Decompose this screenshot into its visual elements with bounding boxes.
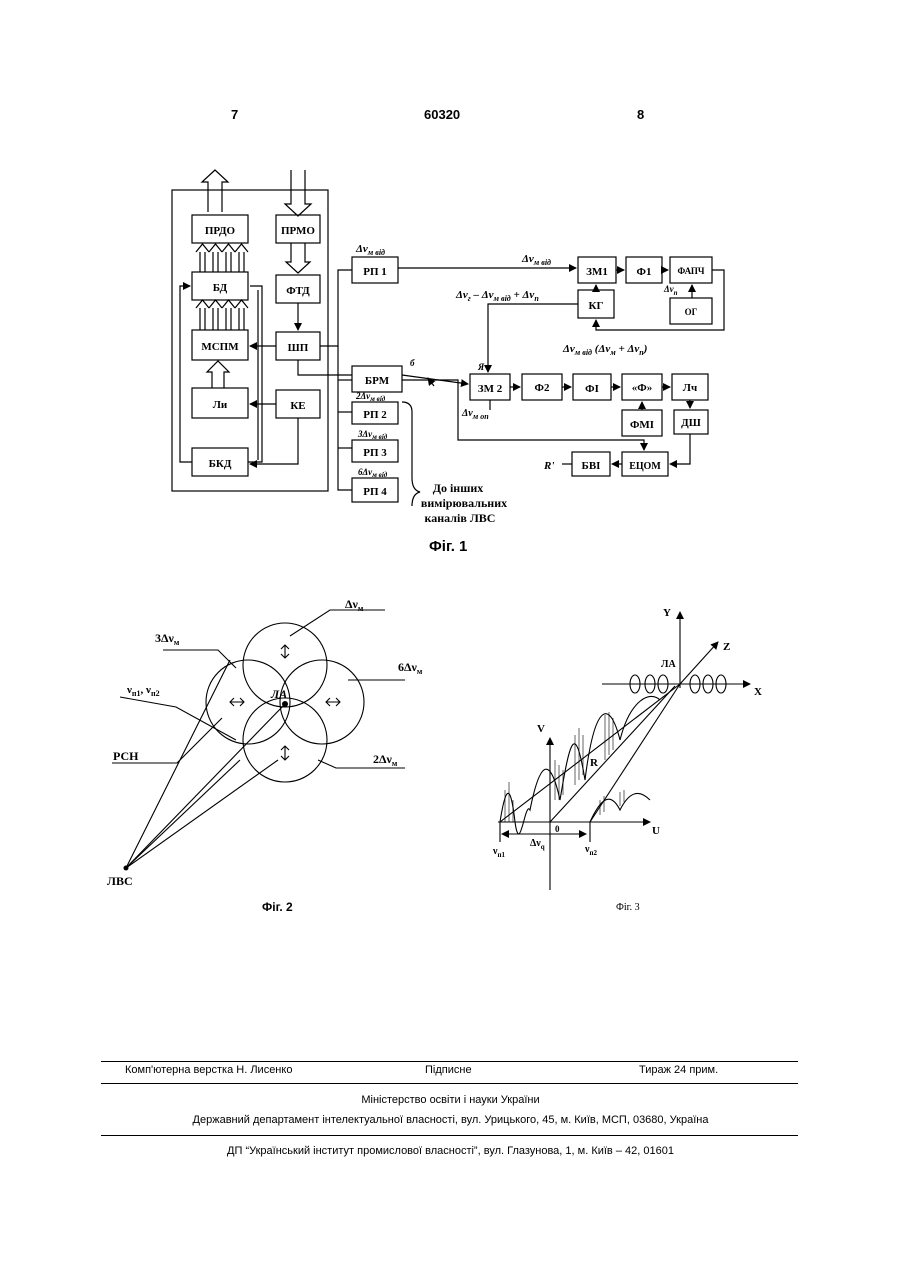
label-dv-p: Δνп (663, 284, 678, 297)
label-bd: БД (213, 282, 228, 294)
figure-3-diagram: Y Z X ЛА V R U 0 νп1 Δνq νп2 (480, 600, 780, 900)
label-dv-m-vid-right: Δνм від (521, 253, 551, 267)
label-dsh: ДШ (681, 417, 701, 429)
footer-department: Державний департамент інтелектуальної вл… (0, 1114, 901, 1126)
label-rsn: РСН (113, 749, 139, 763)
footer-circulation: Тираж 24 прим. (639, 1064, 718, 1076)
label-equation-top: Δνм від (Δνм + Δνп) (562, 343, 647, 357)
label-z: Z (723, 641, 730, 653)
label-kg: КГ (589, 300, 604, 312)
prmo-ftd-arrow-icon (286, 243, 310, 273)
label-la: ЛА (661, 659, 676, 670)
circle-left (206, 660, 290, 744)
circle-bottom (243, 698, 327, 782)
patent-number: 60320 (424, 107, 460, 122)
footer-rule-2 (101, 1083, 798, 1084)
label-lvs: ЛВС (107, 874, 133, 888)
right-page-number: 8 (637, 107, 644, 122)
label-vn: νп1, νп2 (126, 684, 160, 698)
footer-rule-1 (101, 1061, 798, 1062)
label-li: Ли (213, 399, 228, 411)
label-og: ОГ (685, 307, 698, 317)
label-mspm: МСПМ (201, 341, 239, 353)
label-rp2-freq: 2Δνм від (355, 391, 386, 403)
label-6dvm: 6Δνм (398, 660, 423, 676)
label-r-prime: R' (543, 460, 554, 472)
label-brm: БРМ (365, 375, 390, 387)
label-rp4-freq: 6Δνм від (358, 467, 388, 479)
footer-layout: Комп'ютерна верстка Н. Лисенко (125, 1064, 292, 1076)
input-arrow-icon (285, 170, 311, 216)
label-v: V (537, 723, 545, 735)
label-zm2: ЗМ 2 (478, 383, 503, 395)
label-zm2-top: Я (477, 362, 485, 372)
footer-ministry: Міністерство освіти і науки України (0, 1094, 901, 1106)
label-other-channels-3: каналів ЛВС (425, 511, 496, 525)
label-3dvm: 3Δνм (155, 631, 180, 647)
label-ke: КЕ (290, 400, 305, 412)
label-r: R (590, 757, 599, 769)
circle-right (280, 660, 364, 744)
figure-2-diagram: Δνм 3Δνм 6Δνм 2Δνм νп1, νп2 РСН ЛА ЛВС (95, 595, 425, 895)
label-vn1: νп1 (492, 846, 506, 859)
label-dv-m-vid: Δνм від (355, 243, 385, 257)
label-la: ЛА (270, 687, 287, 701)
label-brm-input: б (410, 358, 415, 368)
label-bvi: БВІ (582, 460, 601, 472)
label-ftd: ФТД (286, 285, 310, 297)
output-arrow-icon (202, 170, 228, 212)
label-etsom: ЕЦОМ (629, 461, 661, 472)
label-f1: Ф1 (637, 266, 652, 278)
label-rp3-freq: 3Δνм від (357, 429, 388, 441)
label-dv-m-op: Δνм оп (461, 408, 489, 421)
figure-3-caption: Фіг. 3 (616, 902, 640, 913)
label-rp3: РП 3 (363, 447, 387, 459)
label-2dvm: 2Δνм (373, 752, 398, 768)
label-u: U (652, 825, 660, 837)
label-rp1: РП 1 (363, 266, 387, 278)
li-mspm-arrow-icon (207, 361, 229, 388)
label-prmo: ПРМО (281, 225, 315, 237)
label-lch: Лч (683, 382, 697, 394)
label-x: X (754, 686, 762, 698)
label-shp: ШП (288, 342, 309, 354)
label-bkd: БКД (209, 458, 232, 470)
label-dvm-top: Δνм (345, 597, 364, 613)
label-zero: 0 (555, 824, 560, 834)
label-kg-equation: Δνг – Δνм від + Δνп (455, 289, 539, 303)
label-other-channels-1: До інших (433, 481, 484, 495)
figure-2-caption: Фіг. 2 (262, 900, 293, 914)
left-page-number: 7 (231, 107, 238, 122)
label-f2: Ф2 (535, 382, 550, 394)
mspm-bd-bus (200, 308, 244, 330)
label-prdo: ПРДО (205, 225, 236, 237)
label-rp4: РП 4 (363, 486, 387, 498)
figure-1-block-diagram: ПРДО ПРМО БД ФТД МСПМ ШП Ли КЕ БКД РП 1 … (0, 160, 901, 540)
label-phi: «Ф» (632, 382, 652, 394)
label-fapch: ФАПЧ (677, 266, 704, 276)
bus-arrowheads-top (196, 244, 248, 252)
figure-1-caption: Фіг. 1 (429, 538, 467, 555)
label-y: Y (663, 607, 671, 619)
label-rp2: РП 2 (363, 409, 387, 421)
label-vn2: νп2 (584, 844, 598, 857)
label-dvq: Δνq (530, 838, 545, 851)
label-zm1: ЗМ1 (586, 266, 608, 278)
label-fi: ФІ (585, 383, 599, 395)
footer-rule-3 (101, 1135, 798, 1136)
bd-prdo-bus (200, 252, 244, 272)
label-other-channels-2: вимірювальних (421, 496, 507, 510)
footer-signed: Підписне (425, 1064, 472, 1076)
label-fmi: ФМІ (630, 419, 654, 431)
bus-arrowheads-mid (196, 300, 248, 308)
footer-institute: ДП “Український інститут промислової вла… (0, 1145, 901, 1157)
